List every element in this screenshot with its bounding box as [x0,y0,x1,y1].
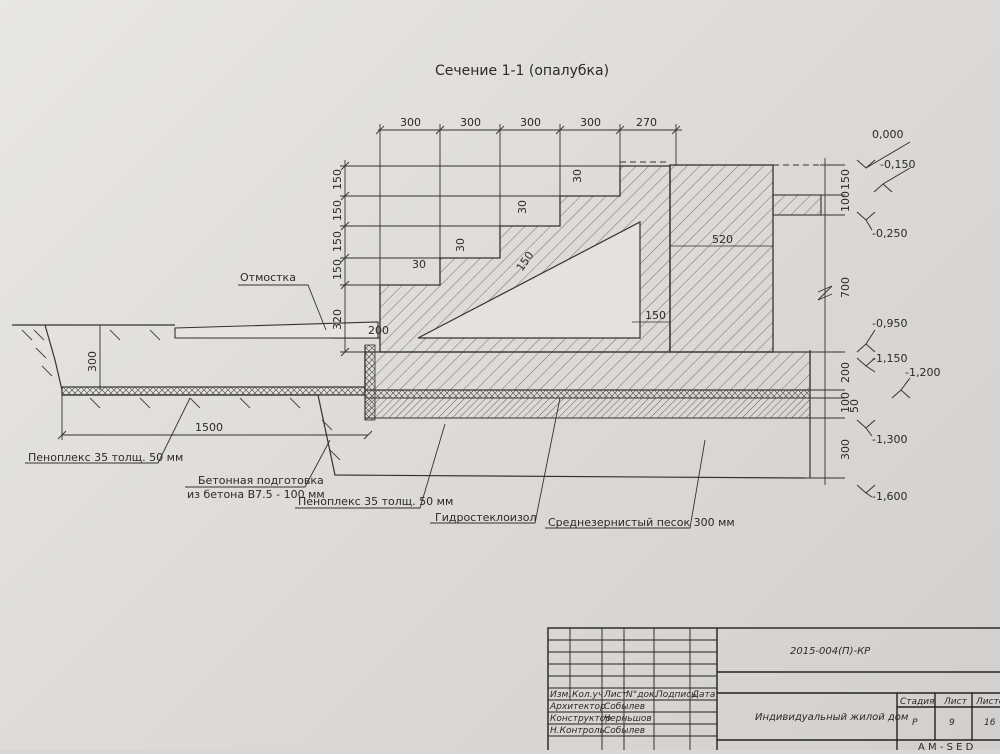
dim-right-700: 700 [839,277,852,298]
dim-right-50: 50 [848,399,861,413]
tb-hdr-1: Изм. [550,690,571,700]
soil-hatch [21,329,341,461]
left-dimensions [340,160,620,357]
label-penoplex-right: Пеноплекс 35 толщ. 50 мм [298,495,453,508]
dim-step-3: 300 [520,116,541,129]
dim-nosing-2: 30 [454,238,467,252]
tb-project: Индивидуальный жилой дом [755,712,909,723]
label-concrete-1: Бетонная подготовка [198,474,324,487]
label-concrete-2: из бетона В7.5 - 100 мм [187,488,325,501]
level-0000: 0,000 [872,128,904,141]
label-otmostka: Отмостка [240,271,296,284]
dim-riser-1: 150 [331,169,344,190]
level-1300: -1,300 [872,433,907,446]
dim-step-1: 300 [400,116,421,129]
dim-right-150: 150 [839,169,852,190]
dim-left-300: 300 [86,351,99,372]
tb-role-2: Конструктор [550,714,611,724]
dim-nosing-4: 30 [571,169,584,183]
dim-right-100b: 100 [839,392,852,413]
label-sand: Среднезернистый песок 300 мм [548,516,735,529]
tb-stage-hdr-3: Листов [975,697,1000,707]
tb-name-3: Собылев [604,726,645,736]
title-block-grid [548,628,717,754]
dim-right-200: 200 [839,362,852,383]
dim-inner: 200 [368,324,389,337]
dim-step-2: 300 [460,116,481,129]
retaining-wall [669,164,774,353]
level-0950: -0,950 [872,317,907,330]
drawing-title: Сечение 1-1 (опалубка) [435,63,609,79]
dim-riser-2: 150 [331,200,344,221]
dim-riser-5: 320 [331,309,344,330]
tb-name-2: Черньшов [604,714,652,724]
level-0250: -0,250 [872,227,907,240]
dim-wall-width: 520 [712,233,733,246]
tb-stage-hdr-2: Лист [943,697,968,707]
tb-role-1: Архитектор [549,702,606,712]
label-gidro: Гидростеклоизол [435,511,537,524]
tb-stage-val-1: Р [912,718,918,728]
tb-name-1: Собылев [604,702,645,712]
tb-company: A M - S E D [918,742,974,750]
dim-bottom-1500: 1500 [195,421,223,434]
insulation-band [364,389,811,399]
tb-hdr-2: Кол.уч [572,690,603,700]
label-penoplex-left: Пеноплекс 35 толщ. 50 мм [28,451,183,464]
tb-role-3: Н.Контроль [550,726,605,736]
leaders [25,284,706,529]
stair-void [417,221,641,339]
right-dimensions [805,158,845,485]
tb-code: 2015-004(П)-КР [790,646,871,657]
tb-stage-val-3: 16 [984,718,996,728]
tb-hdr-5: Подпись [656,690,696,700]
dim-nosing-1: 30 [412,258,426,271]
dim-rib: 150 [645,309,666,322]
level-1600: -1,600 [872,490,907,503]
top-slab [772,194,822,216]
dim-right-100: 100 [839,191,852,212]
level-1150: -1,150 [872,352,907,365]
dim-riser-4: 150 [331,259,344,280]
tb-hdr-3: Лист [603,690,628,700]
dim-riser-3: 150 [331,231,344,252]
tb-stage-hdr-1: Стадия [900,697,935,707]
level-0150: -0,150 [880,158,915,171]
dim-step-4: 300 [580,116,601,129]
concrete-prep [364,397,811,419]
level-1200: -1,200 [905,366,940,379]
floor-slab [364,351,811,391]
tb-stage-val-2: 9 [949,718,955,728]
level-marks [856,141,911,498]
tb-hdr-6: Дата [691,690,715,700]
top-dimensions [375,124,682,285]
dim-right-300: 300 [839,439,852,460]
blind-area [174,321,379,339]
tb-hdr-4: N°док. [626,690,657,700]
dim-step-5: 270 [636,116,657,129]
dim-nosing-3: 30 [516,200,529,214]
